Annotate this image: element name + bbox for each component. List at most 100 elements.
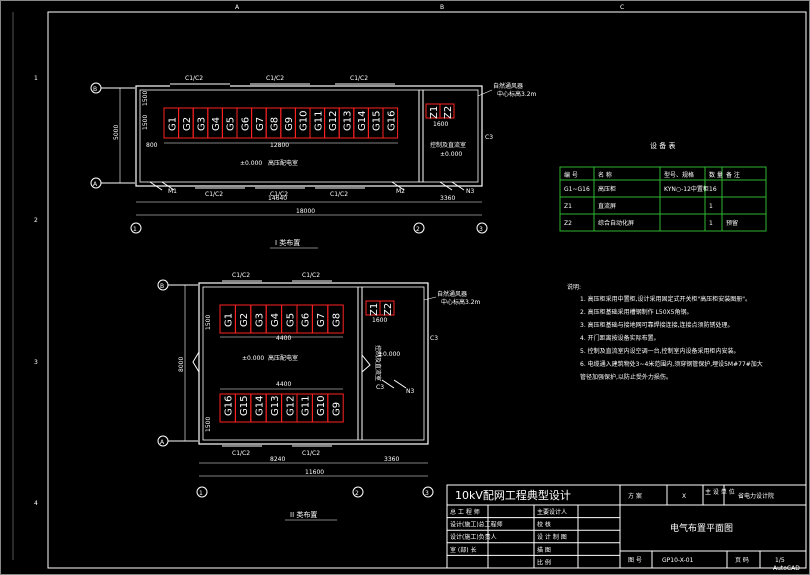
door-m2 <box>391 181 405 191</box>
cabinet-label: G10 <box>299 111 310 131</box>
window-label-4: C1/C2 <box>205 191 223 198</box>
room-label-hv: 高压配电室 <box>268 159 298 167</box>
note-line: 5. 控制及直流室内设空调一台,控制室内设备采用柜内安装。 <box>580 347 740 355</box>
building-inner-2 <box>202 286 425 441</box>
cabinet-label: G9 <box>284 117 295 131</box>
table-cell: 预留 <box>726 219 738 227</box>
table-cell: 1 <box>709 220 713 227</box>
door-n3 <box>439 181 465 191</box>
level-p2b: ±0.000 <box>378 351 400 358</box>
building-outline <box>135 85 483 187</box>
window-label-p2-4: C1/C2 <box>302 450 320 457</box>
grid-mark-top-1: A <box>235 4 240 11</box>
sheet-label: 页 码 <box>735 556 749 564</box>
window-label-5: C1/C2 <box>270 191 288 198</box>
plan-type-1: B A C1/C2 C1/C2 C1/C2 C1/C2 C1/C2 C1/C2 … <box>90 75 537 249</box>
table-cell: 1 <box>709 203 713 210</box>
table-header: 型号、规格 <box>664 171 694 179</box>
grid-mark-1: 1 <box>34 75 38 82</box>
dim-14640: 14640 <box>268 195 287 202</box>
cabinet-box <box>382 107 399 139</box>
tb-role2: 比 例 <box>537 558 551 566</box>
window-label-p2-1: C1/C2 <box>232 272 250 279</box>
phase-label: 方 案 <box>628 492 642 500</box>
tb-role2: 校 核 <box>537 521 551 529</box>
cabinet-label: G12 <box>328 111 339 131</box>
cabinet-label: G11 <box>313 111 324 131</box>
building-inner <box>139 89 479 183</box>
project-title: 10kV配网工程典型设计 <box>455 488 571 502</box>
door-p2-inner <box>361 354 371 373</box>
cabinet-label: G8 <box>270 117 281 131</box>
table-cell: Z1 <box>564 203 572 210</box>
dim-p2-3360: 3360 <box>384 456 399 463</box>
window-label-1: C1/C2 <box>185 75 203 82</box>
note-line: 4. 开门距离按设备实际布置。 <box>580 334 660 342</box>
z-cabinet-label: Z2 <box>443 106 454 119</box>
axis-bubble-2 <box>413 222 425 234</box>
axis-bubble-p2-3 <box>422 486 434 498</box>
level-mark-2: ±0.000 <box>440 151 462 158</box>
note-line: 1. 高压柜采用中置柜,设计采用固定式开关柜"高压柜安装图册"。 <box>580 295 751 303</box>
vent-leader <box>477 89 493 97</box>
axis-bubble-1 <box>130 222 142 234</box>
z-cabinet-label: Z2 <box>383 303 394 316</box>
vent-label-1: 自然通风器 <box>493 82 523 90</box>
level-mark-1: ±0.000 <box>240 160 262 167</box>
cabinet-label: G6 <box>301 313 312 327</box>
table-cell: 16 <box>709 186 717 193</box>
room-label-p2-hv: 高压配电室 <box>268 354 298 362</box>
dim-p2-8000: 8000 <box>178 357 185 372</box>
dim-1500: 1500 <box>142 91 149 106</box>
axis-label-a2: A <box>160 439 165 446</box>
grid-mark-top-3: C <box>620 4 624 11</box>
tb-role2: 设 计 制 图 <box>537 533 567 541</box>
notes-heading: 说明: <box>567 283 581 291</box>
door-label-m1: M1 <box>168 188 177 195</box>
plan-caption-1: I 类布置 <box>275 238 300 247</box>
axis-label-p2-1: 1 <box>199 490 203 497</box>
cabinet-label: G1 <box>167 117 178 131</box>
cabinet-box <box>327 304 344 334</box>
tb-role: 设计(施工)总工程师 <box>450 521 503 529</box>
cabinet-label: G3 <box>255 313 266 327</box>
cabinet-label: G9 <box>332 402 343 416</box>
window-label-c3: C3 <box>485 134 493 141</box>
dim-800: 800 <box>146 142 158 149</box>
dim-5000: 5000 <box>113 125 120 140</box>
cabinet-box <box>327 393 344 423</box>
axis-bubble-p2-2 <box>352 486 364 498</box>
cabinet-label: G12 <box>285 396 296 416</box>
door-label-p2-n3: N3 <box>406 388 414 395</box>
note-line: 6. 电缆通入建筑物处3~4米范围内,须穿钢管保护,埋设5M#77#加大 <box>580 360 763 368</box>
drawing-title: 电气布置平面图 <box>670 522 733 534</box>
drawing-no-label: 图 号 <box>628 557 642 564</box>
cabinet-label: G5 <box>226 117 237 131</box>
room-label-ctrl: 控制及直流室 <box>430 141 466 149</box>
door-label-m2: M2 <box>396 188 405 195</box>
dim-1600: 1600 <box>433 121 448 128</box>
axis-label-b2: B <box>160 283 164 290</box>
axis-label-2: 2 <box>416 226 420 233</box>
level-p2: ±0.000 <box>242 355 264 362</box>
dim-p2-1500b: 1500 <box>205 417 212 432</box>
z-cabinet-box <box>379 300 395 316</box>
cabinet-label: G7 <box>255 117 266 131</box>
table-cell: 高压柜 <box>598 185 616 193</box>
cabinet-label: G5 <box>285 313 296 327</box>
axis-bubble-3 <box>476 222 488 234</box>
cabinet-label: G16 <box>386 111 397 131</box>
axis-label-p2-2: 2 <box>355 490 359 497</box>
vent-p2-2: 中心标高3.2m <box>441 298 481 306</box>
window-label-p2-c3: C3 <box>430 335 438 342</box>
dim-p2-1600: 1600 <box>372 317 387 324</box>
cabinet-label: G14 <box>255 396 266 416</box>
table-header: 数 量 <box>709 171 723 179</box>
